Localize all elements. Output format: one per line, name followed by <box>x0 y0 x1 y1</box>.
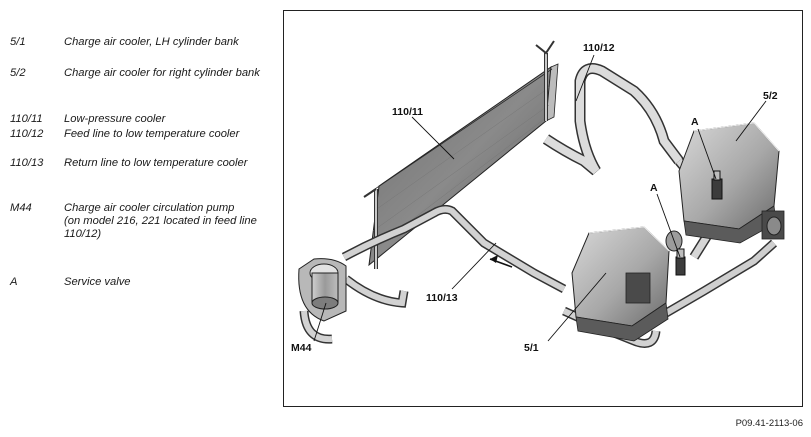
leader-5-2 <box>735 100 767 142</box>
leader-110-11 <box>411 116 455 160</box>
legend-text-main: Charge air cooler circulation pump <box>64 202 235 214</box>
label-low-pressure-cooler: 110/11 <box>392 106 423 118</box>
label-service-valve-1: A <box>691 116 699 128</box>
label-return-line: 110/13 <box>426 292 458 304</box>
circulation-pump <box>298 258 347 344</box>
legend-code: 5/1 <box>10 36 26 48</box>
leader-5-1 <box>547 272 607 342</box>
legend-code: M44 <box>10 202 32 214</box>
legend-code: 110/12 <box>10 128 44 140</box>
figure-reference: P09.41-2113-06 <box>735 418 803 429</box>
leader-valve-a1 <box>697 128 717 180</box>
label-feed-line: 110/12 <box>583 42 615 54</box>
label-right-charge-air-cooler: 5/2 <box>763 90 778 102</box>
leader-110-13 <box>451 242 497 290</box>
leader-lines <box>313 54 767 342</box>
label-service-valve-2: A <box>650 182 658 194</box>
return-line <box>341 204 778 348</box>
leader-valve-a2 <box>656 193 681 258</box>
legend-text: Service valve <box>64 276 131 288</box>
legend-text-note: (on model 216, 221 located in feed line … <box>64 215 257 240</box>
service-valve-upper <box>711 170 723 200</box>
legend-text: Return line to low temperature cooler <box>64 157 248 169</box>
legend-code: 110/13 <box>10 157 44 169</box>
charge-air-cooler-right <box>678 122 785 244</box>
label-left-charge-air-cooler: 5/1 <box>524 342 539 354</box>
legend-text: Low-pressure cooler <box>64 113 166 125</box>
flow-arrow <box>489 255 513 268</box>
legend-text: Charge air cooler for right cylinder ban… <box>64 67 260 79</box>
leader-m44 <box>313 302 327 342</box>
label-pump: M44 <box>291 342 312 354</box>
cooling-system-figure: 110/11 110/12 110/13 5/2 5/1 M44 A A <box>283 10 803 407</box>
legend-text: Charge air cooler circulation pump (on m… <box>64 202 260 241</box>
leader-110-12 <box>575 54 595 102</box>
cooling-system-drawing: 110/11 110/12 110/13 5/2 5/1 M44 A A <box>291 40 785 354</box>
legend-code: A <box>10 276 18 288</box>
legend-code: 5/2 <box>10 67 26 79</box>
legend-code: 110/11 <box>10 113 43 125</box>
legend-text: Feed line to low temperature cooler <box>64 128 240 140</box>
service-valve-lower <box>675 248 686 276</box>
charge-air-cooler-left <box>571 226 683 342</box>
legend-text: Charge air cooler, LH cylinder bank <box>64 36 239 48</box>
